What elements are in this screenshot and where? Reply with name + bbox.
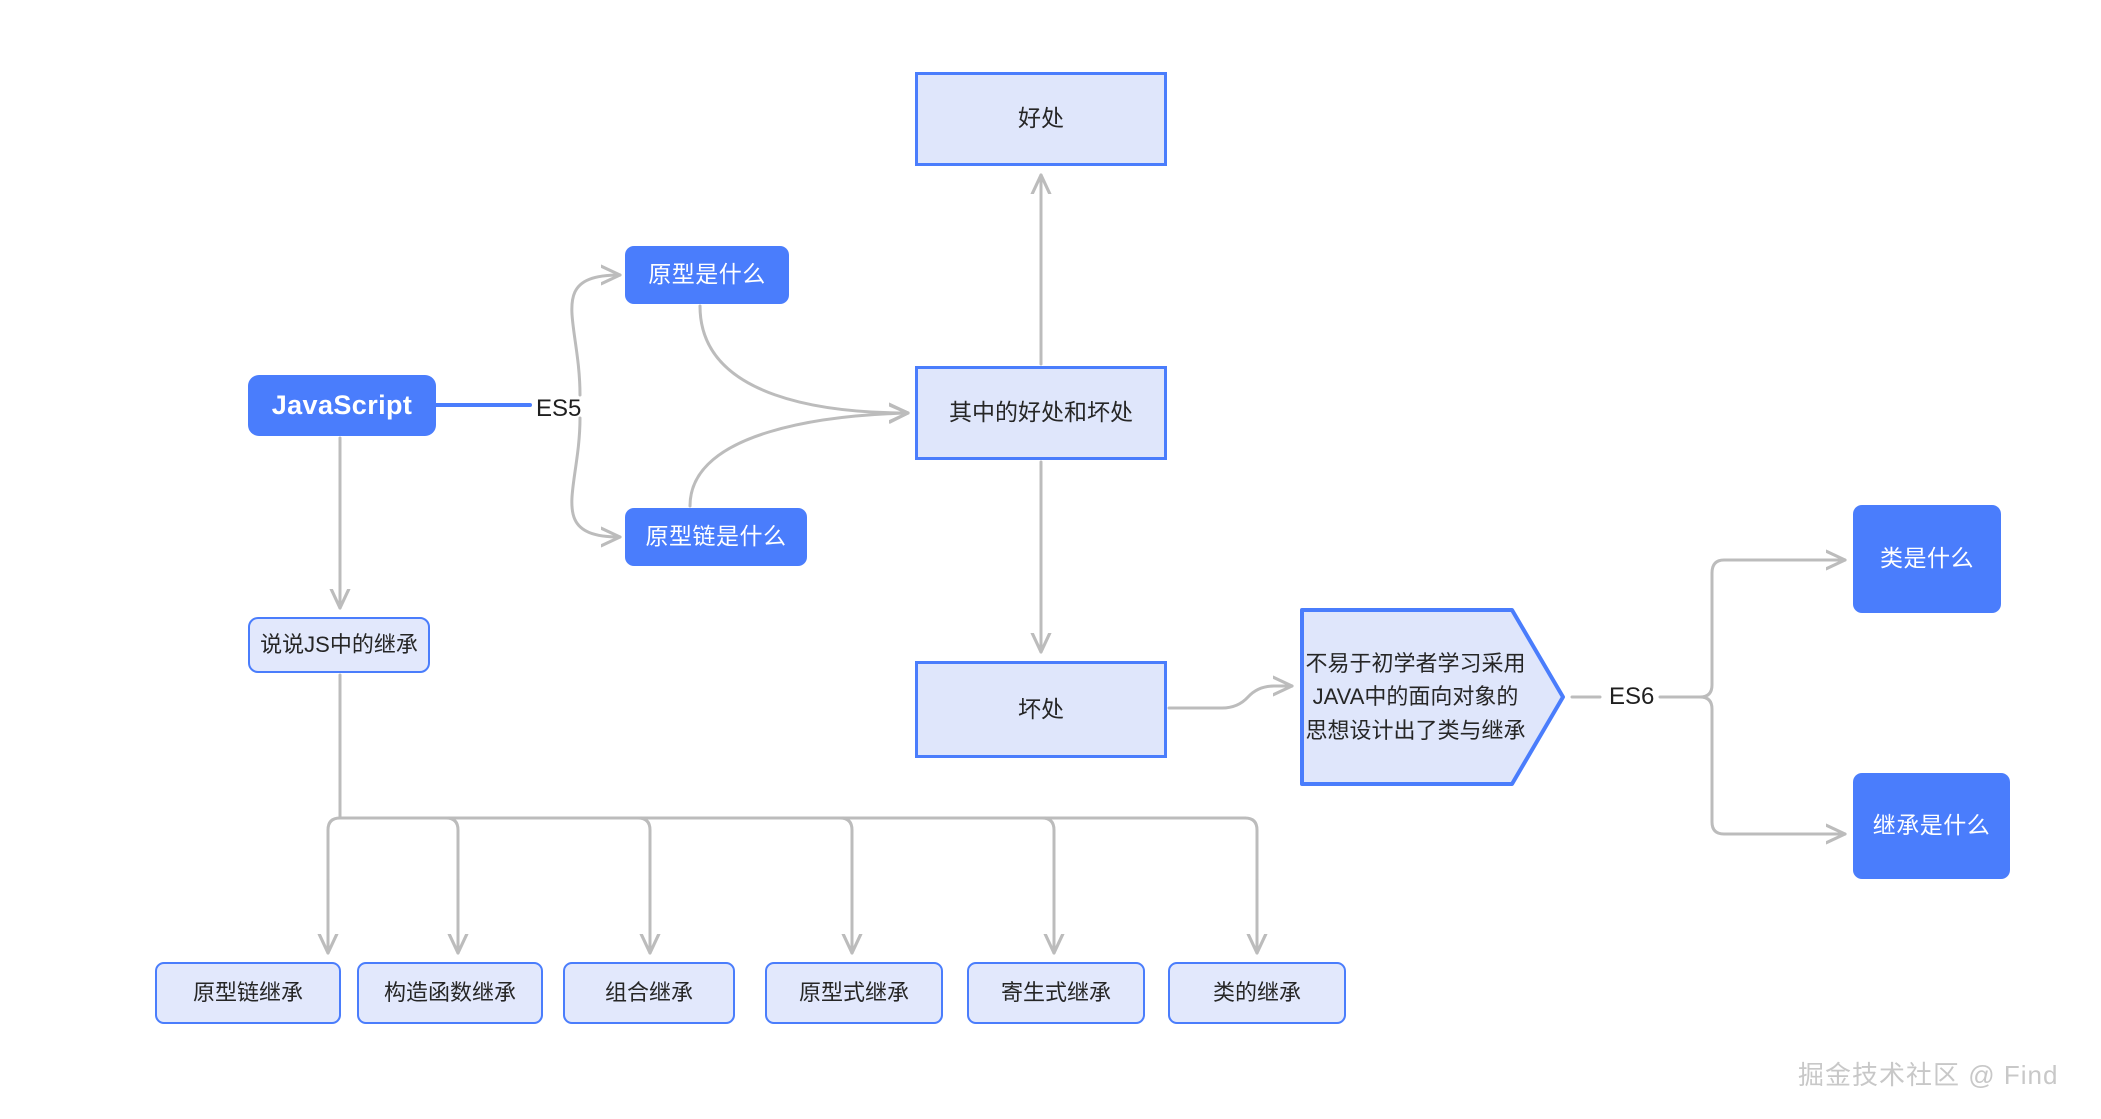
edge-es6-to-inherit xyxy=(1698,695,1845,834)
inheritance-item-label: 原型链继承 xyxy=(192,979,303,1005)
node-pros[interactable]: 好处 xyxy=(915,72,1167,166)
inheritance-item-label: 组合继承 xyxy=(604,979,693,1005)
node-prototype-what-label: 原型是什么 xyxy=(648,261,766,288)
node-javascript[interactable]: JavaScript xyxy=(248,375,436,436)
inheritance-item[interactable]: 原型式继承 xyxy=(765,962,943,1024)
edge-es6-to-class xyxy=(1698,560,1845,699)
hexagon-shape xyxy=(1300,608,1565,786)
node-prototype-chain-what[interactable]: 原型链是什么 xyxy=(625,508,807,566)
edge-es5-to-prototype-chain xyxy=(570,416,620,537)
edge-es5-to-prototype xyxy=(570,275,620,397)
inheritance-item[interactable]: 原型链继承 xyxy=(155,962,341,1024)
node-class-what[interactable]: 类是什么 xyxy=(1853,505,2001,613)
inheritance-item-label: 类的继承 xyxy=(1212,979,1301,1005)
inheritance-item-label: 原型式继承 xyxy=(798,979,909,1005)
node-class-what-label: 类是什么 xyxy=(1880,545,1974,572)
node-inheritance-what-label: 继承是什么 xyxy=(1872,812,1991,839)
edge-bus-branch-3 xyxy=(838,816,854,882)
edge-bus-left xyxy=(326,816,342,882)
node-hexagon-label: 不易于初学者学习采用 JAVA中的面向对象的 思想设计出了类与继承 xyxy=(1305,650,1526,743)
edge-bus-branch-2 xyxy=(636,816,652,882)
edge-label-es6: ES6 xyxy=(1609,683,1655,710)
edge-label-es5: ES5 xyxy=(536,395,582,422)
node-javascript-label: JavaScript xyxy=(271,389,413,420)
node-cons-label: 坏处 xyxy=(1018,695,1064,722)
node-inheritance-what[interactable]: 继承是什么 xyxy=(1853,773,2010,879)
node-js-inheritance[interactable]: 说说JS中的继承 xyxy=(248,617,430,673)
node-prototype-chain-what-label: 原型链是什么 xyxy=(645,523,787,550)
edge-bus-branch-5 xyxy=(1243,816,1259,882)
watermark: 掘金技术社区 @ Find xyxy=(1798,1060,2059,1090)
node-js-inheritance-label: 说说JS中的继承 xyxy=(260,631,418,657)
edge-prototype-chain-to-proscons xyxy=(688,413,908,508)
edge-cons-to-hexagon xyxy=(1167,686,1292,710)
inheritance-item[interactable]: 构造函数继承 xyxy=(357,962,543,1024)
inheritance-item[interactable]: 类的继承 xyxy=(1168,962,1346,1024)
node-pros-cons[interactable]: 其中的好处和坏处 xyxy=(915,366,1167,460)
node-pros-label: 好处 xyxy=(1018,105,1064,132)
edge-bus-branch-1 xyxy=(444,816,460,882)
node-pros-cons-label: 其中的好处和坏处 xyxy=(949,399,1133,426)
inheritance-item[interactable]: 组合继承 xyxy=(563,962,735,1024)
node-hexagon-java-oop[interactable]: 不易于初学者学习采用 JAVA中的面向对象的 思想设计出了类与继承 xyxy=(1300,608,1565,786)
node-prototype-what[interactable]: 原型是什么 xyxy=(625,246,789,304)
inheritance-item-label: 寄生式继承 xyxy=(1000,979,1111,1005)
edge-prototype-to-proscons xyxy=(698,304,908,413)
inheritance-item[interactable]: 寄生式继承 xyxy=(967,962,1145,1024)
node-cons[interactable]: 坏处 xyxy=(915,661,1167,758)
edge-bus-branch-4 xyxy=(1040,816,1056,882)
inheritance-item-label: 构造函数继承 xyxy=(383,979,516,1005)
